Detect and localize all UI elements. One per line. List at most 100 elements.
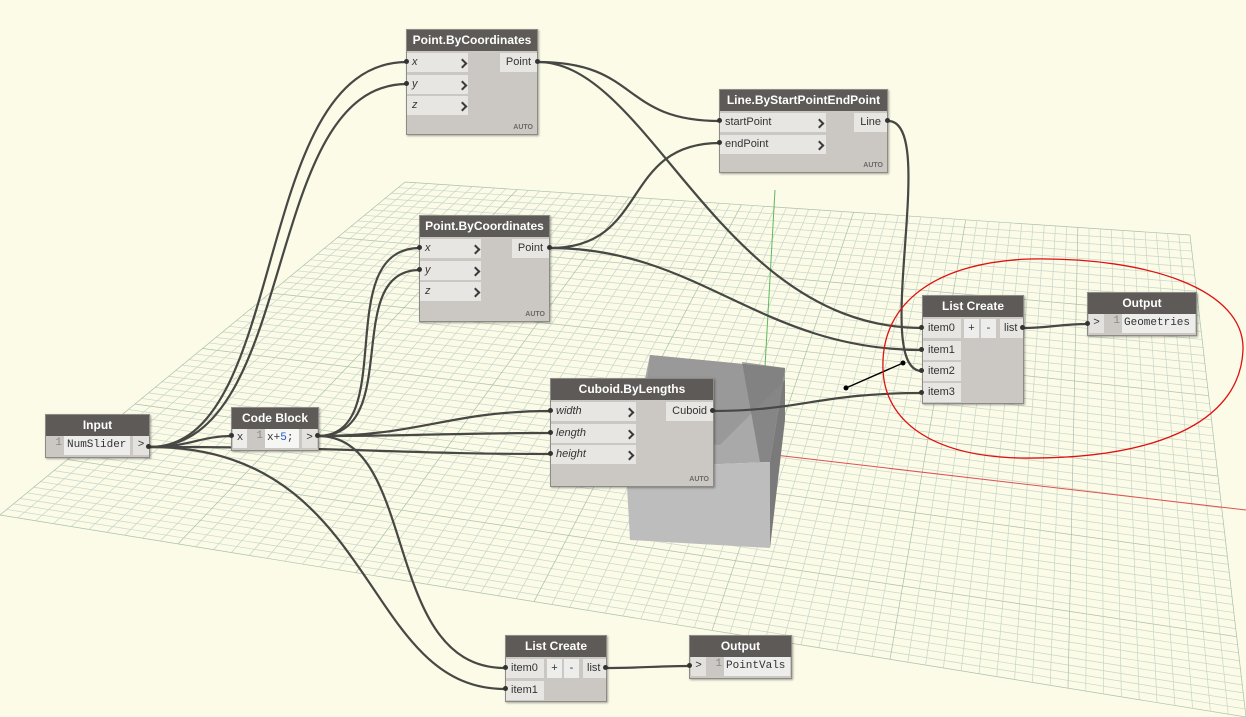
output-node-geometries[interactable]: Output > 1 Geometries <box>1087 292 1197 336</box>
port-dot <box>548 451 553 456</box>
connector-wires <box>149 60 1089 691</box>
x-axis <box>774 454 1246 511</box>
wire-drag-end-dot <box>900 360 906 366</box>
remove-input-button[interactable]: - <box>564 659 579 678</box>
list-create-node-1[interactable]: List Create item0 + - item1 item2 item3 … <box>922 295 1024 404</box>
line-number: 1 <box>55 437 62 449</box>
add-input-button[interactable]: + <box>964 319 979 338</box>
port-dot <box>548 408 553 413</box>
input-port-item0[interactable]: item0 <box>506 659 544 678</box>
output-port-point[interactable]: Point <box>499 53 537 72</box>
output-port-point[interactable]: Point <box>511 239 549 258</box>
input-port-length[interactable]: length <box>551 424 636 443</box>
input-port-startpoint[interactable]: startPoint <box>720 113 826 132</box>
wire-input-point1-x <box>149 60 408 449</box>
input-value-field[interactable]: NumSlider <box>64 436 130 455</box>
output-port-cuboid[interactable]: Cuboid <box>666 402 713 421</box>
code-terminator: ; <box>286 432 294 444</box>
input-port-y[interactable]: y <box>420 261 481 280</box>
wire-codeblock-listcreate2-item0 <box>317 434 506 670</box>
wire-codeblock-point2-x <box>317 246 421 438</box>
wire-listcreate1-output1 <box>1022 322 1089 330</box>
node-title[interactable]: Point.ByCoordinates <box>420 216 549 237</box>
remove-input-button[interactable]: - <box>981 319 996 338</box>
port-dot <box>919 368 924 373</box>
point-bycoordinates-node-2[interactable]: Point.ByCoordinates x y z Point AUTO <box>419 215 550 322</box>
input-port-y[interactable]: y <box>407 75 468 94</box>
port-dot <box>535 59 540 64</box>
line-bystartpointendpoint-node[interactable]: Line.ByStartPointEndPoint startPoint end… <box>719 89 888 173</box>
node-title[interactable]: Cuboid.ByLengths <box>551 379 713 400</box>
wire-drag-start-dot <box>843 385 849 391</box>
wire-line-listcreate1-item2 <box>887 119 923 373</box>
output-name-field[interactable]: PointVals <box>724 657 790 676</box>
input-port-height[interactable]: height <box>551 445 636 464</box>
output-name-field[interactable]: Geometries <box>1122 314 1195 333</box>
port-dot <box>919 347 924 352</box>
node-title[interactable]: List Create <box>506 636 606 657</box>
cuboid-bylengths-node[interactable]: Cuboid.ByLengths width length height Cub… <box>550 378 714 487</box>
port-dot <box>417 267 422 272</box>
input-node[interactable]: Input 1 NumSlider > <box>45 414 150 458</box>
input-port-width[interactable]: width <box>551 402 636 421</box>
port-dot <box>710 408 715 413</box>
node-title[interactable]: Line.ByStartPointEndPoint <box>720 90 887 111</box>
wire-codeblock-point2-y <box>317 268 421 438</box>
point-bycoordinates-node-1[interactable]: Point.ByCoordinates x y z Point AUTO <box>406 29 538 135</box>
wire-point2-listcreate1-item1 <box>549 246 923 352</box>
input-port[interactable]: > <box>1089 314 1104 333</box>
lacing-label: AUTO <box>689 476 709 483</box>
node-title[interactable]: Output <box>1088 293 1196 314</box>
output-port[interactable]: > <box>302 429 317 448</box>
input-port-x[interactable]: x <box>407 53 468 72</box>
output-node-pointvals[interactable]: Output > 1 PointVals <box>689 635 792 679</box>
wire-dragging <box>845 362 904 389</box>
port-dot <box>919 325 924 330</box>
port-dot <box>404 81 409 86</box>
wire-input-listcreate2-item1 <box>149 445 506 691</box>
input-port-item0[interactable]: item0 <box>923 319 961 338</box>
input-port-z[interactable]: z <box>420 282 481 301</box>
port-dot <box>919 390 924 395</box>
port-dot <box>1020 325 1025 330</box>
output-port-line[interactable]: Line <box>854 113 887 132</box>
list-create-node-2[interactable]: List Create item0 + - item1 list <box>505 635 607 702</box>
node-title[interactable]: Output <box>690 636 791 657</box>
input-port[interactable]: > <box>691 657 706 676</box>
wire-input-cuboid-height <box>149 445 552 456</box>
lacing-label: AUTO <box>525 311 545 318</box>
node-title[interactable]: List Create <box>923 296 1023 317</box>
output-port-list[interactable]: list <box>1000 319 1023 338</box>
input-port-x[interactable]: x <box>420 239 481 258</box>
line-number: 1 <box>1113 315 1120 327</box>
port-dot <box>146 444 151 449</box>
node-title[interactable]: Code Block <box>232 408 318 429</box>
input-port-item2[interactable]: item2 <box>923 362 961 381</box>
port-dot <box>603 665 608 670</box>
port-dot <box>547 245 552 250</box>
input-port-z[interactable]: z <box>407 96 468 115</box>
lacing-label: AUTO <box>863 162 883 169</box>
port-dot <box>404 59 409 64</box>
input-port-item1[interactable]: item1 <box>923 341 961 360</box>
node-title[interactable]: Point.ByCoordinates <box>407 30 537 51</box>
output-port[interactable]: > <box>133 436 149 455</box>
input-port-item1[interactable]: item1 <box>506 681 544 700</box>
port-dot <box>315 433 320 438</box>
port-dot <box>229 433 234 438</box>
code-editor[interactable]: x+5; <box>265 429 299 448</box>
node-title[interactable]: Input <box>46 415 149 436</box>
wire-point1-listcreate1-item0 <box>537 60 923 330</box>
port-dot <box>548 430 553 435</box>
input-port-item3[interactable]: item3 <box>923 383 961 402</box>
lacing-label: AUTO <box>513 124 533 131</box>
output-port-list[interactable]: list <box>583 659 606 678</box>
code-block-node[interactable]: Code Block x 1 x+5; > <box>231 407 319 451</box>
code-operator: + <box>273 432 281 444</box>
input-port-endpoint[interactable]: endPoint <box>720 135 826 154</box>
code-variable: x <box>267 432 274 444</box>
port-dot <box>687 663 692 668</box>
input-port-x[interactable]: x <box>233 429 247 448</box>
add-input-button[interactable]: + <box>547 659 562 678</box>
